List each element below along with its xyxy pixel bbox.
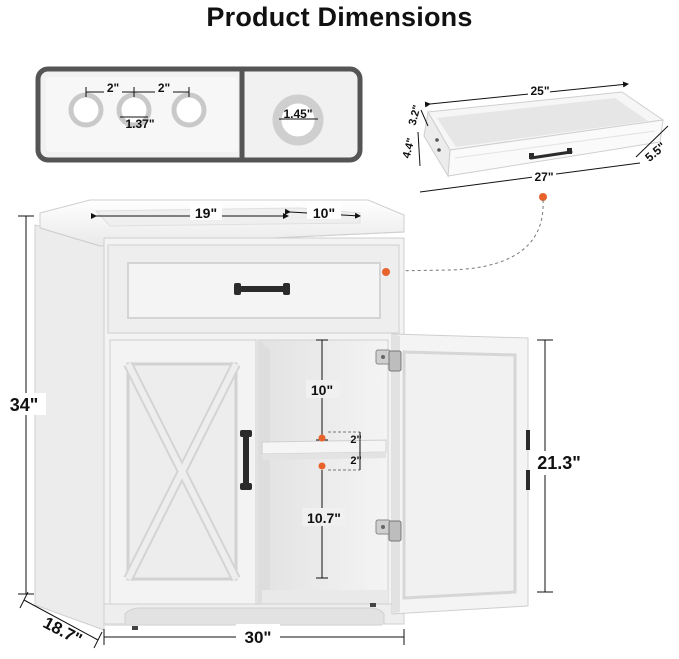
faucet-spacing-left-label: 2" bbox=[107, 81, 119, 95]
drawer-depth-side-label: 4.4" bbox=[401, 137, 418, 160]
drawer-detail: 25" 3.2" 4.4" 27" 5.5" bbox=[387, 81, 668, 272]
faucet-spacing-right-label: 2" bbox=[158, 81, 170, 95]
shelf-adjust-down-label: 2" bbox=[350, 455, 361, 467]
vanity-dimensions: 19" 10" 34" 18.7" 30" 10" 2" bbox=[6, 204, 588, 649]
width-total-label: 30" bbox=[245, 628, 272, 647]
drawer-pull-icon bbox=[234, 283, 290, 295]
drawer-width-label: 27" bbox=[534, 170, 553, 184]
page-title: Product Dimensions bbox=[206, 2, 473, 32]
sink-detail-panel: 2" 2" 1.37" 1.45" bbox=[35, 66, 363, 163]
drawer-length-label: 25" bbox=[530, 84, 549, 98]
hinge-icon bbox=[375, 519, 402, 542]
upper-shelf-gap-label: 10" bbox=[311, 382, 333, 398]
drain-hole-label: 1.45" bbox=[283, 107, 312, 121]
hinge-icon bbox=[375, 349, 402, 372]
height-total-label: 34" bbox=[10, 395, 39, 415]
door-height-label: 21.3" bbox=[537, 453, 581, 473]
adjustable-shelf bbox=[261, 439, 387, 455]
drawer-pull-icon bbox=[529, 148, 573, 160]
drain-hole bbox=[272, 94, 324, 146]
basin-width-label: 19" bbox=[195, 205, 217, 221]
cabinet-interior bbox=[257, 339, 389, 605]
shelf-adjust-up-label: 2" bbox=[350, 434, 361, 446]
drawer-height-label: 3.2" bbox=[407, 104, 424, 127]
lower-shelf-gap-label: 10.7" bbox=[307, 510, 341, 526]
magnet-catch-icon bbox=[526, 430, 530, 490]
faucet-hole-label: 1.37" bbox=[125, 117, 154, 131]
door-handle-icon bbox=[240, 430, 252, 490]
vanity-cabinet bbox=[34, 199, 530, 631]
deck-width-label: 10" bbox=[313, 205, 335, 221]
